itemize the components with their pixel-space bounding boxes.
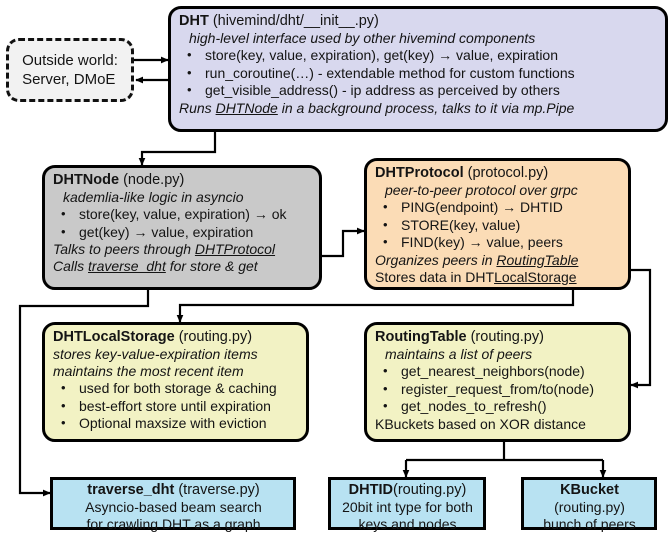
kbucket-line1: bunch of peers bbox=[543, 516, 636, 532]
dhtnode-footer2-pre: Calls bbox=[53, 258, 89, 274]
kbucket-path: (routing.py) bbox=[554, 499, 625, 515]
dht-name: DHT bbox=[179, 13, 209, 29]
kbucket-name: KBucket bbox=[560, 482, 619, 498]
outside-world-line2: Server, DMoE bbox=[22, 71, 116, 88]
dht-subtitle: high-level interface used by other hivem… bbox=[189, 30, 536, 46]
dhtnode-bullet: store(key, value, expiration) → ok bbox=[53, 205, 312, 224]
dhtlocalstorage-path: (routing.py) bbox=[178, 329, 253, 345]
dhtlocalstorage-bullet: best-effort store until expiration bbox=[53, 397, 299, 416]
routingtable-name: RoutingTable bbox=[375, 329, 467, 345]
dhtprotocol-footer1-pre: Organizes peers in bbox=[375, 251, 497, 268]
dhtnode-box: DHTNode (node.py) kademlia-like logic in… bbox=[42, 165, 322, 290]
dhtprotocol-bullet: STORE(key, value) bbox=[375, 216, 621, 235]
outside-world-box: Outside world: Server, DMoE bbox=[6, 38, 134, 102]
dhtlocalstorage-title: DHTLocalStorage (routing.py) bbox=[53, 329, 299, 346]
dhtprotocol-path: (protocol.py) bbox=[467, 165, 549, 181]
dhtprotocol-footer-2: Stores data in DHTLocalStorage bbox=[375, 269, 621, 286]
traverse-dht-box: traverse_dht (traverse.py) Asyncio-based… bbox=[50, 477, 296, 532]
routingtable-bullet: register_request_from/to(node) bbox=[375, 380, 621, 399]
dhtnode-path: (node.py) bbox=[123, 172, 185, 188]
dhtnode-link-traverse-dht[interactable]: traverse_dht bbox=[88, 258, 166, 274]
dhtprotocol-link-localstorage[interactable]: LocalStorage bbox=[494, 268, 577, 285]
dht-bullet: store(key, value, expiration), get(key) … bbox=[179, 46, 658, 65]
dhtprotocol-name: DHTProtocol bbox=[375, 165, 464, 181]
dhtnode-bullet: get(key) → value, expiration bbox=[53, 223, 312, 242]
dhtlocalstorage-bullet: Optional maxsize with eviction bbox=[53, 414, 299, 433]
dhtnode-footer-1: Talks to peers through DHTProtocol bbox=[53, 241, 312, 258]
dhtprotocol-box: DHTProtocol (protocol.py) peer-to-peer p… bbox=[364, 158, 631, 290]
traverse-dht-path: (traverse.py) bbox=[178, 482, 260, 498]
dht-footer-link-dhtnode[interactable]: DHTNode bbox=[215, 99, 278, 116]
dhtnode-bullet-list: store(key, value, expiration) → ok get(k… bbox=[53, 205, 312, 242]
dhtid-box: DHTID(routing.py) 20bit int type for bot… bbox=[328, 477, 486, 532]
dhtprotocol-subtitle: peer-to-peer protocol over grpc bbox=[385, 182, 578, 198]
traverse-dht-title: traverse_dht (traverse.py) bbox=[61, 482, 286, 499]
wire-dhtnode-to-dhtprotocol bbox=[321, 227, 365, 258]
dht-bullet-list: store(key, value, expiration), get(key) … bbox=[179, 46, 658, 100]
dhtprotocol-footer2-pre: Stores data in DHT bbox=[375, 268, 495, 285]
dhtprotocol-bullet: PING(endpoint) → DHTID bbox=[375, 198, 621, 217]
dht-title: DHT (hivemind/dht/__init__.py) bbox=[179, 13, 658, 30]
dhtnode-title: DHTNode (node.py) bbox=[53, 172, 312, 189]
dhtnode-subtitle: kademlia-like logic in asyncio bbox=[63, 189, 244, 205]
dhtprotocol-link-routingtable[interactable]: RoutingTable bbox=[496, 251, 579, 268]
routingtable-bullet: get_nodes_to_refresh() bbox=[375, 397, 621, 416]
wire-dhtprotocol-to-localstorage bbox=[176, 290, 575, 323]
dhtid-line1: 20bit int type for both bbox=[342, 499, 473, 515]
dht-footer: Runs DHTNode in a background process, ta… bbox=[179, 100, 658, 117]
traverse-dht-line2: for crawling DHT as a graph bbox=[86, 516, 261, 532]
dhtprotocol-footer-1: Organizes peers in RoutingTable bbox=[375, 252, 621, 269]
dht-bullet: run_coroutine(…) - extendable method for… bbox=[179, 64, 658, 83]
outside-world-line1: Outside world: bbox=[22, 52, 118, 69]
kbucket-title: KBucket bbox=[532, 482, 647, 499]
dht-path: (hivemind/dht/__init__.py) bbox=[212, 13, 379, 29]
kbucket-box: KBucket (routing.py) bunch of peers bbox=[521, 477, 657, 532]
traverse-dht-name: traverse_dht bbox=[87, 482, 175, 498]
dhtprotocol-bullet: FIND(key) → value, peers bbox=[375, 233, 621, 252]
routingtable-path: (routing.py) bbox=[470, 329, 544, 345]
dhtnode-footer2-post: for store & get bbox=[165, 258, 258, 274]
dhtlocalstorage-sub1: stores key-value-expiration items bbox=[53, 346, 258, 362]
dhtnode-link-dhtprotocol[interactable]: DHTProtocol bbox=[194, 241, 276, 257]
dhtlocalstorage-bullet: used for both storage & caching bbox=[53, 379, 299, 398]
routingtable-box: RoutingTable (routing.py) maintains a li… bbox=[364, 322, 631, 442]
dhtid-title: DHTID(routing.py) bbox=[339, 482, 476, 499]
dhtid-name: DHTID bbox=[348, 482, 393, 498]
dhtprotocol-bullet-list: PING(endpoint) → DHTID STORE(key, value)… bbox=[375, 198, 621, 252]
routingtable-footer: KBuckets based on XOR distance bbox=[375, 415, 586, 432]
dhtnode-footer-2: Calls traverse_dht for store & get bbox=[53, 258, 312, 275]
dht-footer-post: in a background process, talks to it via… bbox=[277, 99, 575, 116]
routingtable-bullet: get_nearest_neighbors(node) bbox=[375, 362, 621, 381]
dhtnode-footer1-pre: Talks to peers through bbox=[53, 241, 195, 257]
dhtid-path: (routing.py) bbox=[392, 482, 467, 498]
dhtprotocol-title: DHTProtocol (protocol.py) bbox=[375, 165, 621, 182]
dhtlocalstorage-bullet-list: used for both storage & caching best-eff… bbox=[53, 379, 299, 433]
dht-bullet: get_visible_address() - ip address as pe… bbox=[179, 81, 658, 100]
dhtnode-name: DHTNode bbox=[53, 172, 120, 188]
routingtable-bullet-list: get_nearest_neighbors(node) register_req… bbox=[375, 362, 621, 416]
dhtid-line2: keys and nodes bbox=[358, 516, 457, 532]
routingtable-subtitle: maintains a list of peers bbox=[385, 346, 533, 362]
dht-box: DHT (hivemind/dht/__init__.py) high-leve… bbox=[168, 6, 668, 132]
dht-footer-pre: Runs bbox=[179, 99, 216, 116]
dhtlocalstorage-name: DHTLocalStorage bbox=[53, 329, 175, 345]
dhtlocalstorage-box: DHTLocalStorage (routing.py) stores key-… bbox=[42, 322, 309, 442]
routingtable-title: RoutingTable (routing.py) bbox=[375, 329, 621, 346]
traverse-dht-line1: Asyncio-based beam search bbox=[85, 499, 262, 515]
wire-dht-to-dhtnode bbox=[138, 132, 217, 166]
dhtlocalstorage-sub2: maintains the most recent item bbox=[53, 363, 244, 379]
